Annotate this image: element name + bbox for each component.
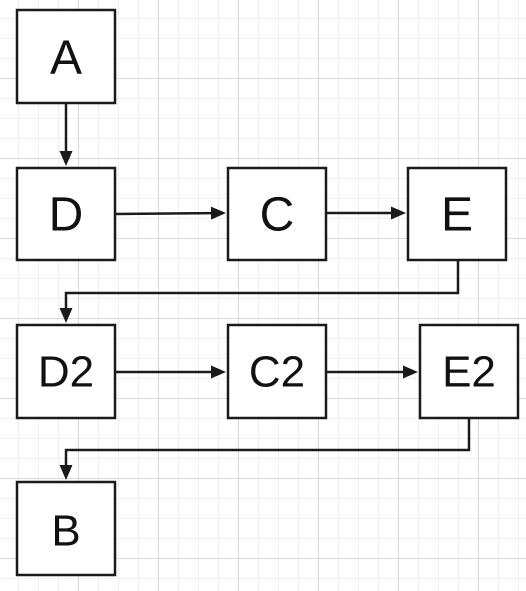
node-a[interactable]: A	[15, 8, 117, 105]
arrowhead-c-to-e	[391, 206, 406, 220]
node-e2-box	[418, 323, 520, 420]
arrowhead-a-to-d	[59, 151, 73, 166]
edges-layer	[59, 103, 471, 480]
node-c-box	[226, 166, 328, 262]
node-e-label: E	[441, 189, 473, 242]
arrowhead-e-to-d2	[59, 308, 73, 323]
arrowhead-d-to-c	[210, 206, 226, 220]
node-b-box	[15, 480, 117, 577]
edge-e-to-d2	[64, 260, 460, 308]
node-c-label: C	[260, 189, 295, 242]
node-c2-box	[226, 323, 328, 420]
node-e2[interactable]: E2	[418, 323, 520, 420]
node-d-label: D	[49, 189, 84, 242]
node-a-label: A	[50, 32, 82, 85]
node-c[interactable]: C	[226, 166, 328, 262]
edge-d-to-c	[114, 211, 212, 216]
node-b-label: B	[51, 507, 80, 556]
node-d[interactable]: D	[15, 166, 117, 262]
nodes-layer: A D C E D2 C2 E2 B	[15, 8, 520, 577]
node-c2-label: C2	[249, 348, 305, 397]
node-d2[interactable]: D2	[15, 323, 117, 420]
node-d-box	[15, 166, 117, 262]
node-e2-label: E2	[442, 348, 496, 397]
arrowhead-e2-to-b	[59, 465, 73, 480]
arrowhead-d2-to-c2	[211, 365, 226, 379]
node-d2-label: D2	[38, 348, 94, 397]
edge-e2-to-b	[64, 418, 471, 465]
node-b[interactable]: B	[15, 480, 117, 577]
node-c2[interactable]: C2	[226, 323, 328, 420]
node-a-box	[15, 8, 117, 105]
node-d2-box	[15, 323, 117, 420]
node-e-box	[406, 166, 508, 262]
node-e[interactable]: E	[406, 166, 508, 262]
arrowhead-c2-to-e2	[403, 365, 418, 379]
